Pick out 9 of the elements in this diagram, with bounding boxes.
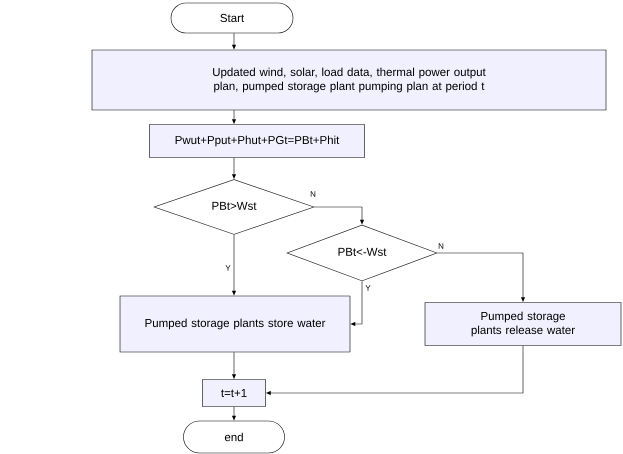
process-box: t=t+1 — [202, 379, 266, 407]
edge-label: N — [309, 190, 317, 198]
edge-label: Y — [224, 264, 232, 272]
process-box: Pwut+Pput+Phut+PGt=PBt+Phit — [149, 124, 365, 158]
process-box: Updated wind, solar, load data, thermal power output plan, pumped storage plant pumping plan at period t — [92, 50, 606, 110]
process-box: Pumped storage plants store water — [120, 296, 350, 352]
edge-label: N — [437, 242, 445, 250]
edge-label: Y — [364, 284, 372, 292]
process-box: Pumped storage plants release water — [424, 302, 622, 346]
